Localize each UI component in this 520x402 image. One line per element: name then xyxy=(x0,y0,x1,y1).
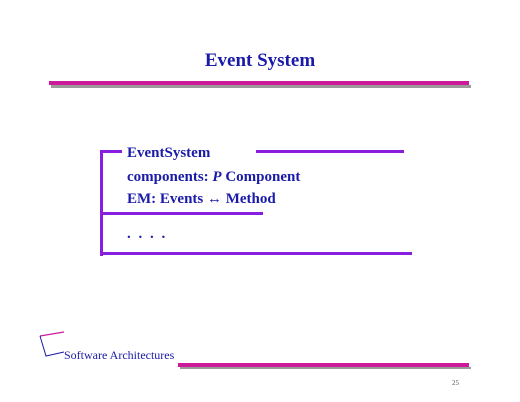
schema-left-border xyxy=(100,150,103,256)
title-rule-shadow xyxy=(51,85,471,88)
power-set-symbol: P xyxy=(212,169,222,185)
schema-em-line: EM: Events ↔ Method xyxy=(127,191,276,207)
schema-components-line: components: P Component xyxy=(127,169,301,185)
title-rule xyxy=(49,81,469,85)
page-number: 25 xyxy=(452,379,459,387)
schema-top-left-line xyxy=(101,150,122,153)
schema-predicate-dots: . . . . xyxy=(127,226,168,242)
slide-title: Event System xyxy=(204,50,316,71)
footer-label: Software Architectures xyxy=(64,348,175,362)
footer-logo-icon xyxy=(39,331,65,357)
schema-divider xyxy=(100,212,263,215)
schema-name: EventSystem xyxy=(127,145,211,161)
footer-rule xyxy=(178,363,469,367)
footer-rule-shadow xyxy=(180,367,471,369)
schema-top-right-line xyxy=(256,150,404,153)
schema-bottom-border xyxy=(100,252,412,255)
